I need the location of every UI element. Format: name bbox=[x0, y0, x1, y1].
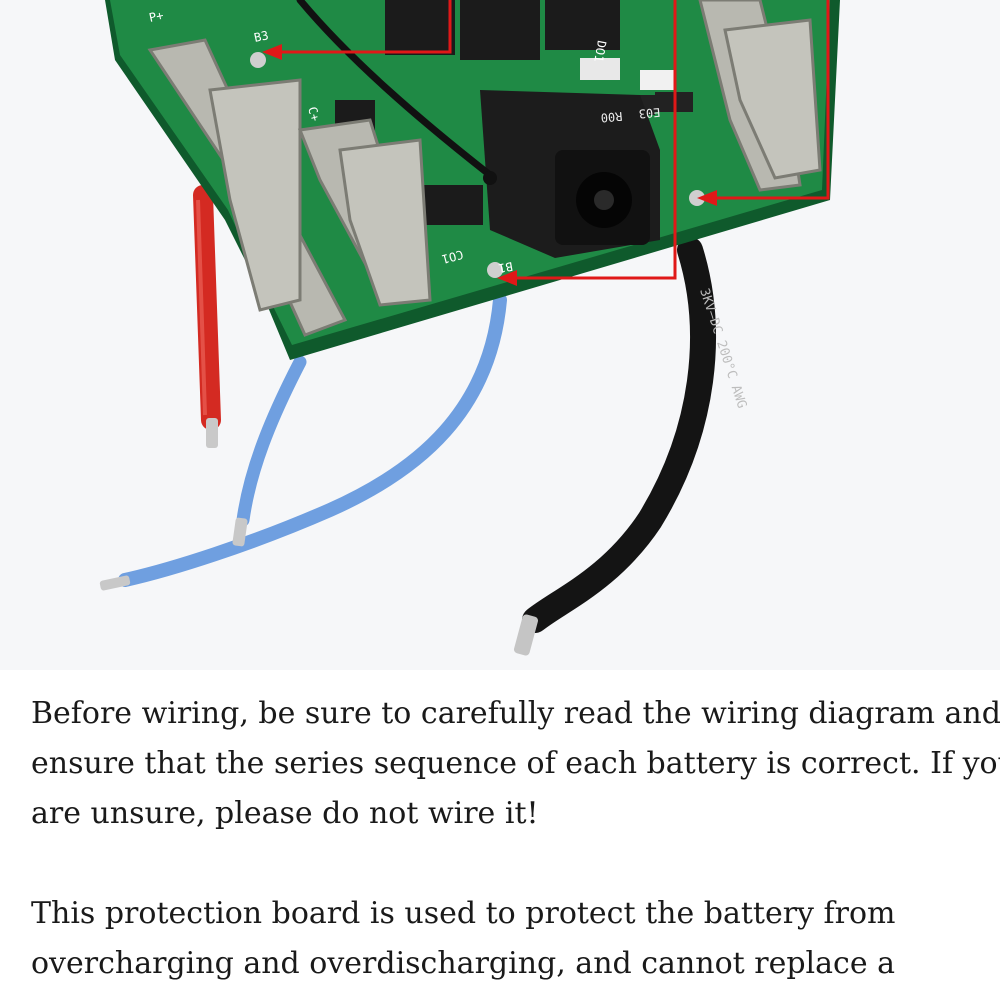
paragraph-line: are unsure, please do not wire it! bbox=[31, 796, 539, 831]
protection-note-paragraph: This protection board is used to protect… bbox=[31, 889, 981, 989]
annotation-arrowheads bbox=[262, 44, 717, 286]
black-wire bbox=[513, 237, 716, 656]
label-r00: R00 bbox=[600, 109, 623, 125]
ic-chip bbox=[418, 185, 483, 225]
battery-clips bbox=[147, 0, 822, 337]
wiring-annotation-lines bbox=[270, 0, 830, 280]
blue-wire-long bbox=[99, 293, 507, 591]
paragraph-line: Before wiring, be sure to carefully read… bbox=[31, 696, 1000, 731]
label-b3: B3 bbox=[253, 28, 270, 45]
label-b1: B1 bbox=[497, 259, 514, 275]
mosfet-chip bbox=[545, 0, 620, 50]
thermistor-wire bbox=[296, 0, 494, 179]
solder-pad-b3 bbox=[250, 52, 266, 68]
red-wire bbox=[193, 185, 221, 448]
wiring-warning-paragraph: Before wiring, be sure to carefully read… bbox=[31, 689, 1000, 839]
dc-jack-connector bbox=[480, 90, 660, 258]
label-co1: CO1 bbox=[440, 247, 465, 266]
label-e03: E03 bbox=[638, 105, 661, 121]
mosfet-chip bbox=[460, 0, 540, 60]
paragraph-line: overcharging and overdischarging, and ca… bbox=[31, 946, 895, 981]
product-photo: P+ B3 C+ B1 CO1 DO1 R00 E03 3KV–DC 200°C… bbox=[99, 0, 840, 656]
blue-wire-short bbox=[232, 355, 307, 547]
label-c-plus: C+ bbox=[305, 105, 322, 123]
label-p-plus: P+ bbox=[148, 8, 165, 25]
solder-pad-b1 bbox=[487, 262, 503, 278]
paragraph-line: This protection board is used to protect… bbox=[31, 896, 896, 931]
mosfet-chip bbox=[385, 0, 455, 55]
paragraph-line: ensure that the series sequence of each … bbox=[31, 746, 1000, 781]
label-do1: DO1 bbox=[591, 39, 609, 63]
